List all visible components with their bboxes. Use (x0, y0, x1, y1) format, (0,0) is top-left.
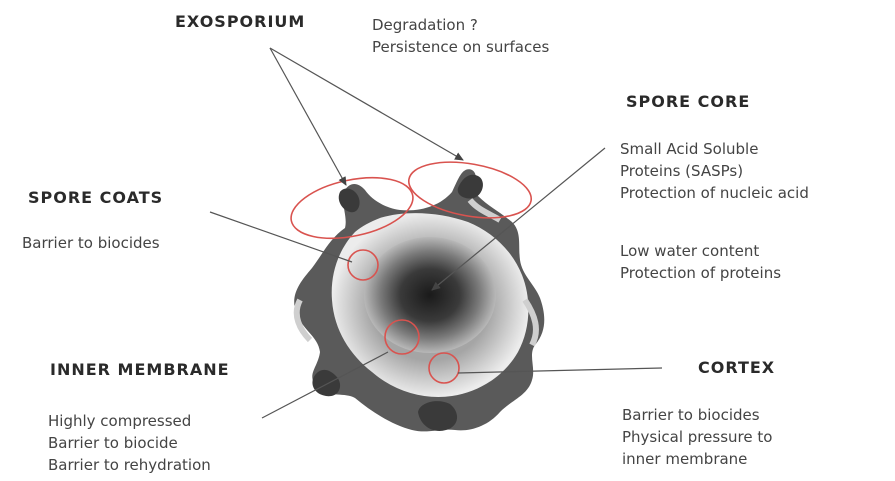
cortex-line: inner membrane (622, 448, 772, 470)
spore-core-title: SPORE CORE (626, 92, 750, 111)
spore-core-line: Protection of nucleic acid (620, 182, 809, 204)
inner-membrane-line: Barrier to rehydration (48, 454, 211, 476)
exosporium-description: Degradation ? Persistence on surfaces (372, 14, 549, 58)
spore-core-description-2: Low water content Protection of proteins (620, 240, 781, 284)
spore-coats-description: Barrier to biocides (22, 232, 160, 254)
cortex-line: Physical pressure to (622, 426, 772, 448)
inner-membrane-title: INNER MEMBRANE (50, 360, 230, 379)
spore-core-description: Small Acid Soluble Proteins (SASPs) Prot… (620, 138, 809, 204)
inner-membrane-line: Barrier to biocide (48, 432, 211, 454)
spore-core-line: Protection of proteins (620, 262, 781, 284)
spore-coats-line: Barrier to biocides (22, 232, 160, 254)
spore-body (294, 169, 544, 431)
exosporium-arrow-right (270, 48, 463, 160)
exosporium-arrow-left (270, 48, 346, 185)
cortex-title: CORTEX (698, 358, 775, 377)
exosporium-line: Degradation ? (372, 14, 549, 36)
exosporium-title: EXOSPORIUM (175, 12, 305, 31)
cortex-description: Barrier to biocides Physical pressure to… (622, 404, 772, 470)
cortex-line: Barrier to biocides (622, 404, 772, 426)
inner-membrane-line: Highly compressed (48, 410, 211, 432)
spore-coats-title: SPORE COATS (28, 188, 163, 207)
exosporium-line: Persistence on surfaces (372, 36, 549, 58)
inner-membrane-description: Highly compressed Barrier to biocide Bar… (48, 410, 211, 476)
spore-core-line: Small Acid Soluble (620, 138, 809, 160)
spore-coats-line (210, 212, 352, 262)
spore-core-line: Low water content (620, 240, 781, 262)
spore-core-line: Proteins (SASPs) (620, 160, 809, 182)
